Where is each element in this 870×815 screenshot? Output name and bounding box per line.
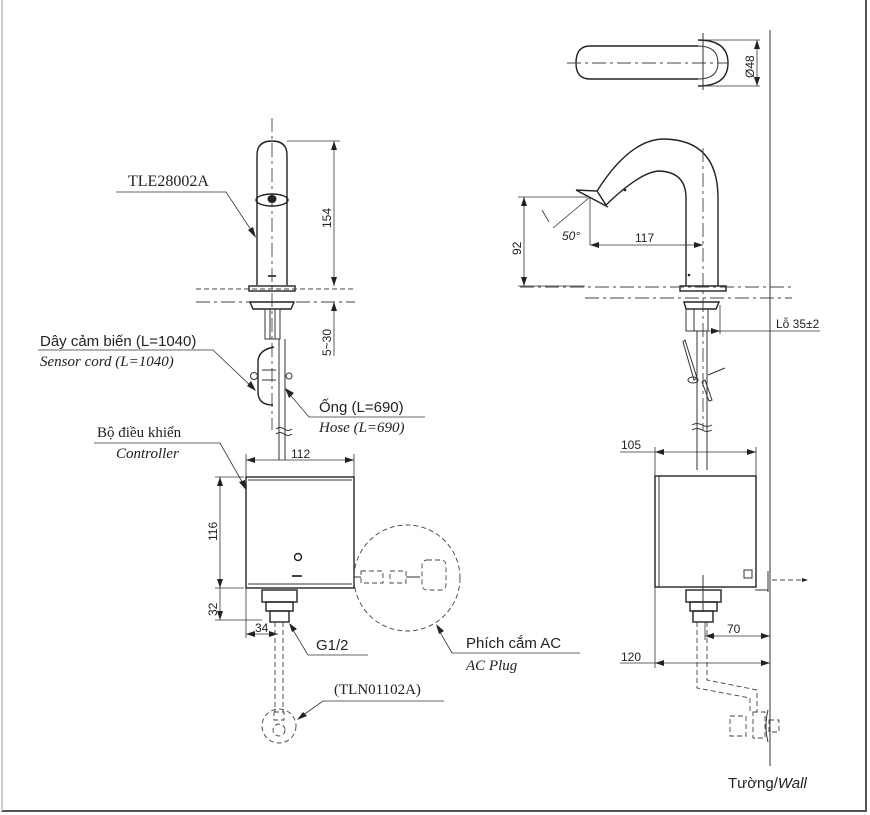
dim-spout-angle: 50° — [562, 229, 580, 243]
controller-label-vi: Bộ điều khiển — [97, 425, 182, 441]
sensor-cord — [257, 346, 275, 406]
wall-label-en: Wall — [778, 775, 808, 792]
hose-label-en: Hose (L=690) — [318, 420, 405, 436]
dim-controller-depth: 105 — [621, 438, 641, 452]
dim-controller-width: 112 — [291, 447, 310, 461]
angle-valve — [261, 708, 297, 744]
dim-outlet-offset: 34 — [255, 621, 269, 635]
spout-body — [256, 140, 288, 285]
sensor-cord-label-vi: Dây cảm biến (L=1040) — [40, 333, 196, 350]
ac-plug-detail — [353, 524, 461, 632]
side-spout — [596, 138, 719, 286]
model-label: TLE28002A — [128, 173, 209, 190]
thread-label: G1/2 — [316, 637, 349, 654]
side-view: Ø48 Lỗ 35±2 92 — [510, 30, 820, 792]
ac-plug-label-vi: Phích cắm AC — [466, 635, 561, 652]
dim-spout-drop: 92 — [510, 241, 524, 255]
sensor-eye-icon — [255, 193, 289, 207]
ac-plug-label-en: AC Plug — [465, 658, 518, 674]
dim-spout-reach: 117 — [635, 231, 654, 245]
top-view-spout — [575, 45, 698, 80]
dim-controller-height: 116 — [206, 522, 220, 541]
dim-top-diameter: Ø48 — [743, 55, 757, 78]
front-view: 154 5~30 TLE28002A Dây cảm biến (L=1040)… — [38, 118, 580, 744]
dim-spout-height: 154 — [320, 208, 334, 228]
controller-box — [245, 476, 355, 589]
controller-side — [654, 475, 757, 588]
wall-label-vi: Tường/ — [728, 775, 779, 792]
hole-label: Lỗ 35±2 — [776, 316, 820, 331]
valve-label: (TLN01102A) — [334, 682, 421, 698]
dim-outlet-to-wall: 70 — [727, 622, 741, 636]
dim-controller-to-wall: 120 — [621, 650, 641, 664]
sensor-cord-label-en: Sensor cord (L=1040) — [40, 354, 174, 370]
hose-label-vi: Ống (L=690) — [319, 398, 404, 416]
dim-deck-thickness: 5~30 — [320, 329, 334, 356]
wall-label: Tường/Wall — [728, 775, 807, 792]
dim-connector-height: 32 — [206, 602, 220, 616]
deck-plate — [248, 285, 296, 292]
controller-label-en: Controller — [116, 446, 179, 462]
